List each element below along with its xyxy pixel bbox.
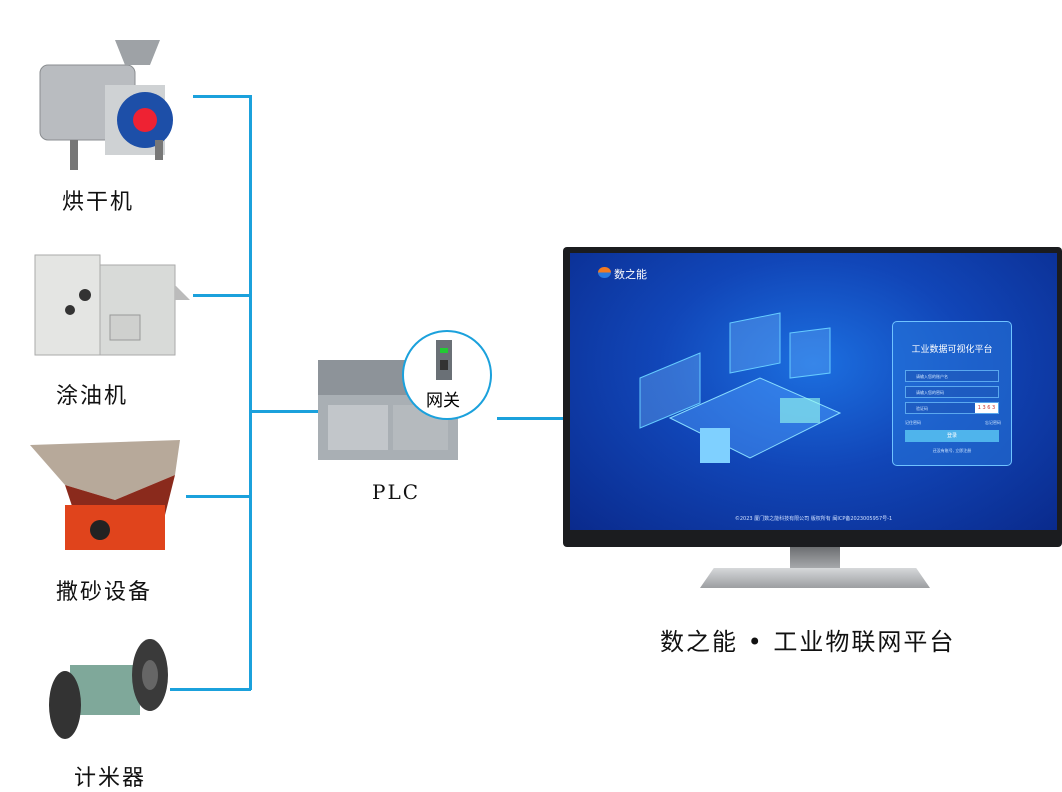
screen-footer: ©2023 厦门数之能科技有限公司 版权所有 闽ICP备2023005957号-… — [734, 516, 893, 522]
meter-counter-image — [35, 630, 175, 745]
gateway-badge: 网关 — [402, 330, 492, 420]
gateway-label: 网关 — [426, 391, 460, 411]
brand-logo — [598, 267, 611, 278]
sander-image — [25, 435, 185, 565]
remember-checkbox[interactable]: 记住密码 — [905, 420, 921, 425]
gateway-device-icon — [436, 340, 452, 380]
isometric-illustration — [639, 312, 842, 463]
register-link[interactable]: 还没有账号, 立即注册 — [932, 448, 972, 453]
monitor-neck — [790, 547, 840, 569]
platform-caption: 数之能 • 工业物联网平台 — [660, 628, 956, 656]
username-input[interactable]: 请输入您的账户名 — [905, 370, 999, 382]
connector-plc — [251, 410, 318, 413]
plc-label: PLC — [372, 480, 421, 504]
device-label-meter: 计米器 — [74, 766, 147, 791]
bus-line — [249, 95, 252, 690]
monitor-screen: 数之能 工业数据可视化平台 请输入您的账户名 请输入您的密码 验证码 1 3 6… — [570, 253, 1057, 530]
device-label-sander: 撒砂设备 — [56, 580, 153, 605]
device-label-dryer: 烘干机 — [62, 190, 135, 215]
connector-sander — [186, 495, 251, 498]
password-input[interactable]: 请输入您的密码 — [905, 386, 999, 398]
connector-oiler — [193, 294, 251, 297]
connector-dryer — [193, 95, 251, 98]
connector-meter — [170, 688, 251, 691]
brand-name: 数之能 — [614, 268, 647, 281]
login-button[interactable]: 登录 — [905, 430, 999, 442]
captcha-image[interactable]: 1 3 6 3 — [975, 403, 998, 413]
monitor-base — [700, 568, 930, 588]
login-title: 工业数据可视化平台 — [911, 345, 993, 355]
dryer-image — [35, 35, 195, 170]
connector-monitor — [497, 417, 565, 420]
device-label-oiler: 涂油机 — [56, 384, 129, 409]
forgot-link[interactable]: 忘记密码 — [985, 420, 1001, 425]
oiler-image — [25, 245, 190, 365]
login-panel: 工业数据可视化平台 请输入您的账户名 请输入您的密码 验证码 1 3 6 3 记… — [892, 321, 1012, 466]
